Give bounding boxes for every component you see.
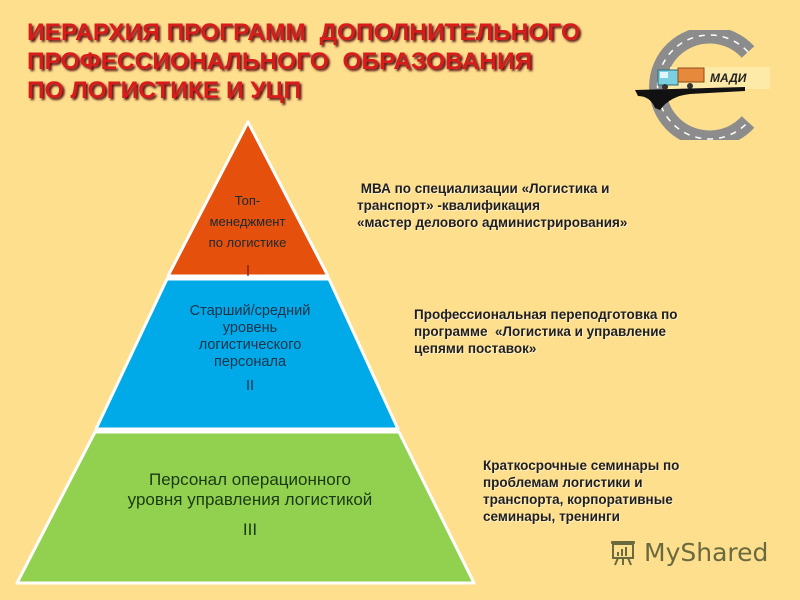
title-line-3: ПО ЛОГИСТИКЕ И УЦП bbox=[27, 77, 302, 104]
madi-logo-icon: МАДИ bbox=[635, 30, 770, 140]
level-1-label: Топ- менеджмент по логистике bbox=[180, 190, 315, 253]
description-line: семинары, тренинги bbox=[483, 509, 620, 524]
level-2-line: уровень bbox=[222, 320, 278, 336]
level-1-description: МВА по специализации «Логистика и трансп… bbox=[357, 180, 627, 231]
level-2-numeral: II bbox=[245, 378, 255, 394]
level-2-label: Старший/средний уровень логистического п… bbox=[150, 303, 350, 395]
title-line-1: ИЕРАРХИЯ ПРОГРАММ ДОПОЛНИТЕЛЬНОГО bbox=[27, 19, 581, 46]
description-line: транспорта, корпоративные bbox=[483, 492, 673, 507]
level-2-line: Старший/средний bbox=[189, 303, 311, 319]
description-line: «мастер делового администрирования» bbox=[357, 215, 628, 230]
watermark-text: MyShared bbox=[644, 537, 769, 567]
level-3-numeral: III bbox=[242, 520, 258, 539]
level-2-line: логистического bbox=[198, 337, 302, 353]
myshared-watermark: MyShared bbox=[608, 537, 768, 567]
description-line: проблемам логистики и bbox=[483, 475, 643, 490]
pyramid-level-3-shape bbox=[15, 430, 476, 585]
page-title: ИЕРАРХИЯ ПРОГРАММ ДОПОЛНИТЕЛЬНОГО ПРОФЕС… bbox=[27, 18, 580, 105]
level-1-line: по логистике bbox=[208, 235, 287, 250]
description-line: цепями поставок» bbox=[414, 341, 537, 356]
presentation-chart-icon bbox=[611, 541, 635, 566]
description-line: транспорт» -квалификация bbox=[357, 198, 540, 213]
level-3-line: уровня управления логистикой bbox=[127, 490, 373, 509]
level-3-description: Краткосрочные семинары по проблемам логи… bbox=[483, 457, 679, 525]
level-2-description: Профессиональная переподготовка по прогр… bbox=[414, 306, 678, 357]
description-line: программе «Логистика и управление bbox=[414, 324, 667, 339]
level-2-line: персонала bbox=[213, 354, 287, 370]
title-line-2: ПРОФЕССИОНАЛЬНОГО ОБРАЗОВАНИЯ bbox=[27, 48, 533, 75]
logo-text: МАДИ bbox=[710, 71, 747, 85]
level-3-label: Персонал операционного уровня управления… bbox=[80, 470, 420, 540]
level-3-line: Персонал операционного bbox=[149, 470, 351, 489]
description-line: Краткосрочные семинары по bbox=[483, 458, 680, 473]
description-line: МВА по специализации «Логистика и bbox=[357, 181, 610, 196]
pyramid-level-2-shape bbox=[94, 277, 400, 431]
level-1-line: Топ- bbox=[234, 193, 261, 208]
level-1-line: менеджмент bbox=[209, 214, 286, 229]
description-line: Профессиональная переподготовка по bbox=[414, 307, 678, 322]
